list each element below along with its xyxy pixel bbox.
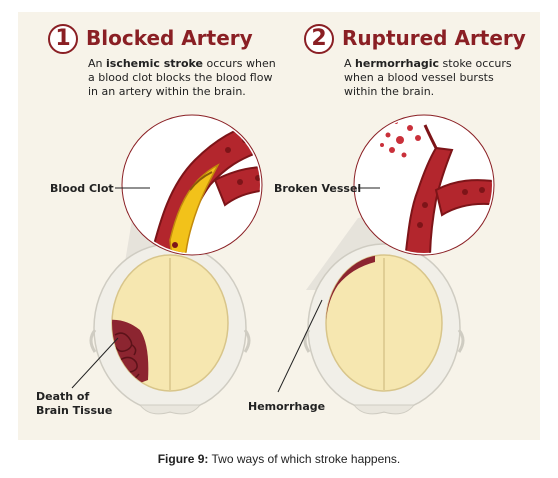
label-broken-vessel: Broken Vessel bbox=[274, 182, 362, 195]
label-hemorrhage: Hemorrhage bbox=[248, 400, 326, 413]
step-number-2: 2 bbox=[304, 24, 334, 54]
description-ischemic: An ischemic stroke occurs when a blood c… bbox=[88, 57, 276, 98]
caption-text: Two ways of which stroke happens. bbox=[208, 452, 401, 466]
caption-label: Figure 9: bbox=[157, 452, 209, 466]
heading-ruptured-artery: Ruptured Artery bbox=[342, 26, 526, 50]
magnifier-right bbox=[353, 114, 495, 256]
magnifier-left bbox=[121, 114, 263, 256]
label-blood-clot: Blood Clot bbox=[50, 182, 114, 195]
pointer-line-hemorrhage bbox=[277, 299, 323, 393]
figure-caption: Figure 9: Two ways of which stroke happe… bbox=[0, 452, 558, 466]
pointer-line-tissue bbox=[71, 337, 119, 389]
description-hemorrhagic: A hermorrhagic stoke occurs when a blood… bbox=[344, 57, 512, 98]
heading-blocked-artery: Blocked Artery bbox=[86, 26, 253, 50]
step-number-1: 1 bbox=[48, 24, 78, 54]
